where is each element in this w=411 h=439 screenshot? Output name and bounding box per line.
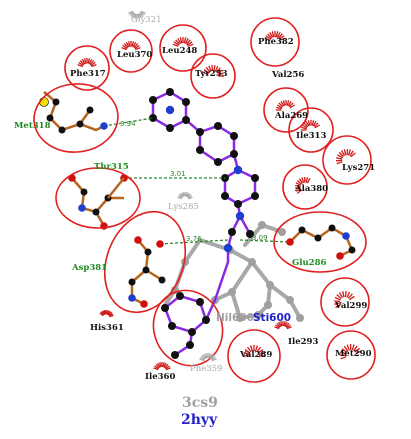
hbond-distance-met318: 3.94 <box>120 120 136 128</box>
label-met318: Met318 <box>14 121 51 131</box>
glu286-fragment <box>286 224 356 260</box>
main-ligand-nitrogens <box>165 105 245 253</box>
fan-met290 <box>339 343 362 360</box>
label-met290: Met290 <box>335 349 372 359</box>
label-val299: Val299 <box>334 301 367 311</box>
fan-ile293 <box>274 321 292 330</box>
met318-fragment <box>39 91 108 134</box>
asp381-fragment <box>128 236 166 308</box>
hbond-lines <box>103 117 291 245</box>
label-thr315: Thr315 <box>94 162 129 172</box>
label-leu248: Leu248 <box>162 46 197 56</box>
label-phe382: Phe382 <box>258 37 294 47</box>
main-ligand-atoms <box>149 88 259 359</box>
ligand-label-sti600: Sti600 <box>253 312 291 324</box>
label-lys271: Lys271 <box>342 163 375 173</box>
label-his361: His361 <box>90 323 124 333</box>
caption-line-1: 3cs9 <box>182 395 218 411</box>
fan-phe317 <box>77 58 97 68</box>
highlight-circles <box>33 17 376 383</box>
fan-lys271 <box>335 148 356 165</box>
hbond-distance-glu286: 3.09 <box>252 234 268 242</box>
label-phe359: Phe359 <box>190 364 222 374</box>
fan-phe382 <box>264 31 286 41</box>
residue-labels: Gly321 Leu370 Leu248 Phe382 Phe317 Tyr25… <box>14 15 375 382</box>
fan-his361 <box>99 309 114 318</box>
fan-ile360 <box>153 362 171 371</box>
ligand-label-nil600: Nil600 <box>216 312 254 324</box>
fan-ala380 <box>295 176 311 194</box>
thr315-fragment <box>68 174 128 230</box>
label-ile313: Ile313 <box>296 131 326 141</box>
caption-line-2: 2hyy <box>181 412 218 428</box>
fan-leu370 <box>121 41 141 51</box>
label-leu370: Leu370 <box>117 50 152 60</box>
fan-lys285 <box>177 192 193 200</box>
label-val256: Val256 <box>271 70 304 80</box>
label-val289: Val289 <box>239 350 272 360</box>
hbond-distance-asp381: 3.76 <box>186 235 202 243</box>
label-glu286: Glu286 <box>292 258 326 268</box>
label-phe317: Phe317 <box>70 69 106 79</box>
fan-phe359 <box>199 353 217 362</box>
label-lys285: Lys285 <box>168 202 199 212</box>
label-ala269: Ala269 <box>274 111 308 121</box>
fan-gly321 <box>128 10 146 19</box>
hbond-distance-labels: 3.94 3.01 3.76 3.09 <box>120 120 268 243</box>
label-asp381: Asp381 <box>71 263 107 273</box>
label-ile293: Ile293 <box>288 337 318 347</box>
fan-leu248 <box>172 37 194 47</box>
fan-tyr253 <box>202 65 224 77</box>
hydrophobic-contact-arcs <box>77 10 362 371</box>
label-gly321: Gly321 <box>131 15 162 25</box>
label-ile360: Ile360 <box>145 372 175 382</box>
hbond-distance-thr315: 3.01 <box>170 170 186 178</box>
fan-ile313 <box>301 120 321 131</box>
fan-val299 <box>334 291 355 309</box>
label-tyr253: Tyr253 <box>195 69 228 79</box>
fan-ala269 <box>276 100 296 111</box>
fan-val289 <box>243 345 265 357</box>
label-ala380: Ala380 <box>294 184 328 194</box>
